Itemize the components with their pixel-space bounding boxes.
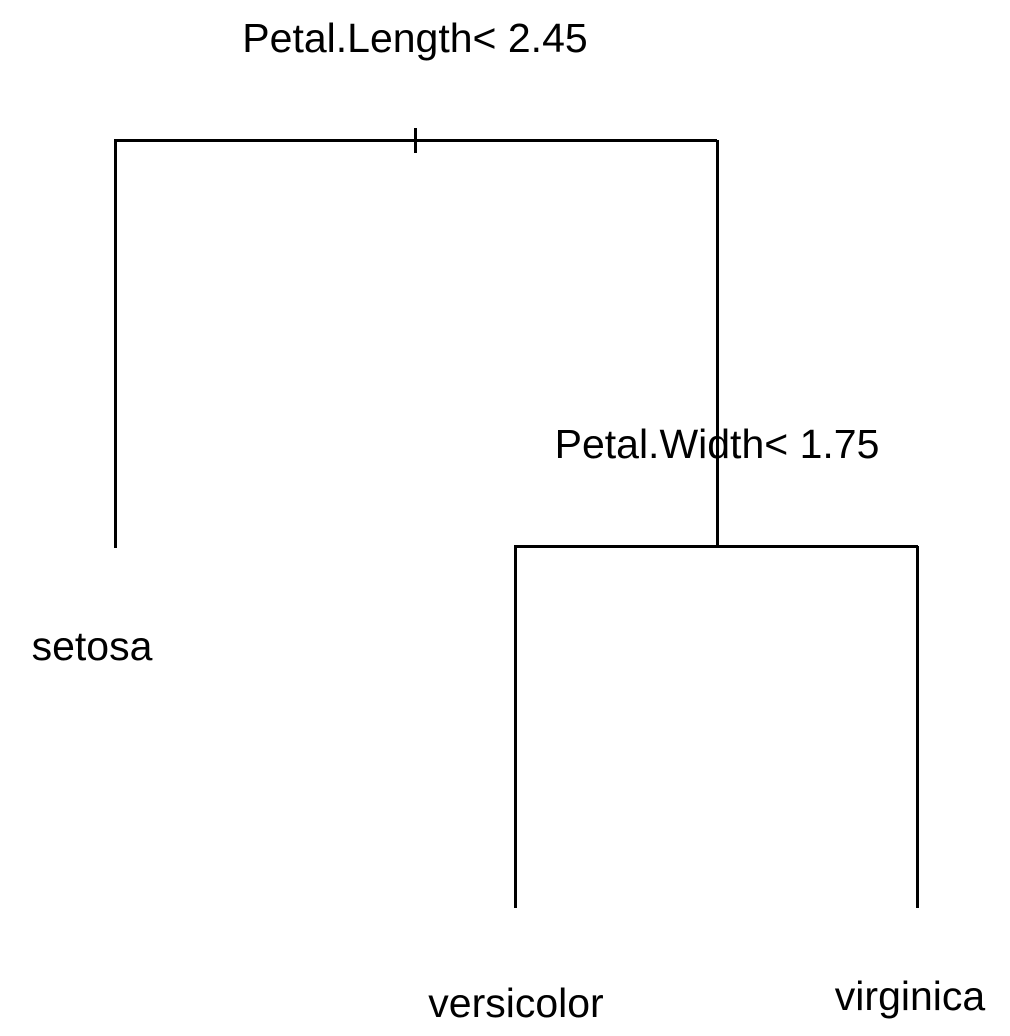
root-split-label: Petal.Length< 2.45	[242, 15, 588, 61]
leaf-label-virginica: virginica	[834, 973, 986, 1019]
second-split-label: Petal.Width< 1.75	[554, 421, 880, 467]
leaf-label-setosa: setosa	[31, 623, 153, 669]
leaf-label-versicolor: versicolor	[428, 980, 604, 1026]
